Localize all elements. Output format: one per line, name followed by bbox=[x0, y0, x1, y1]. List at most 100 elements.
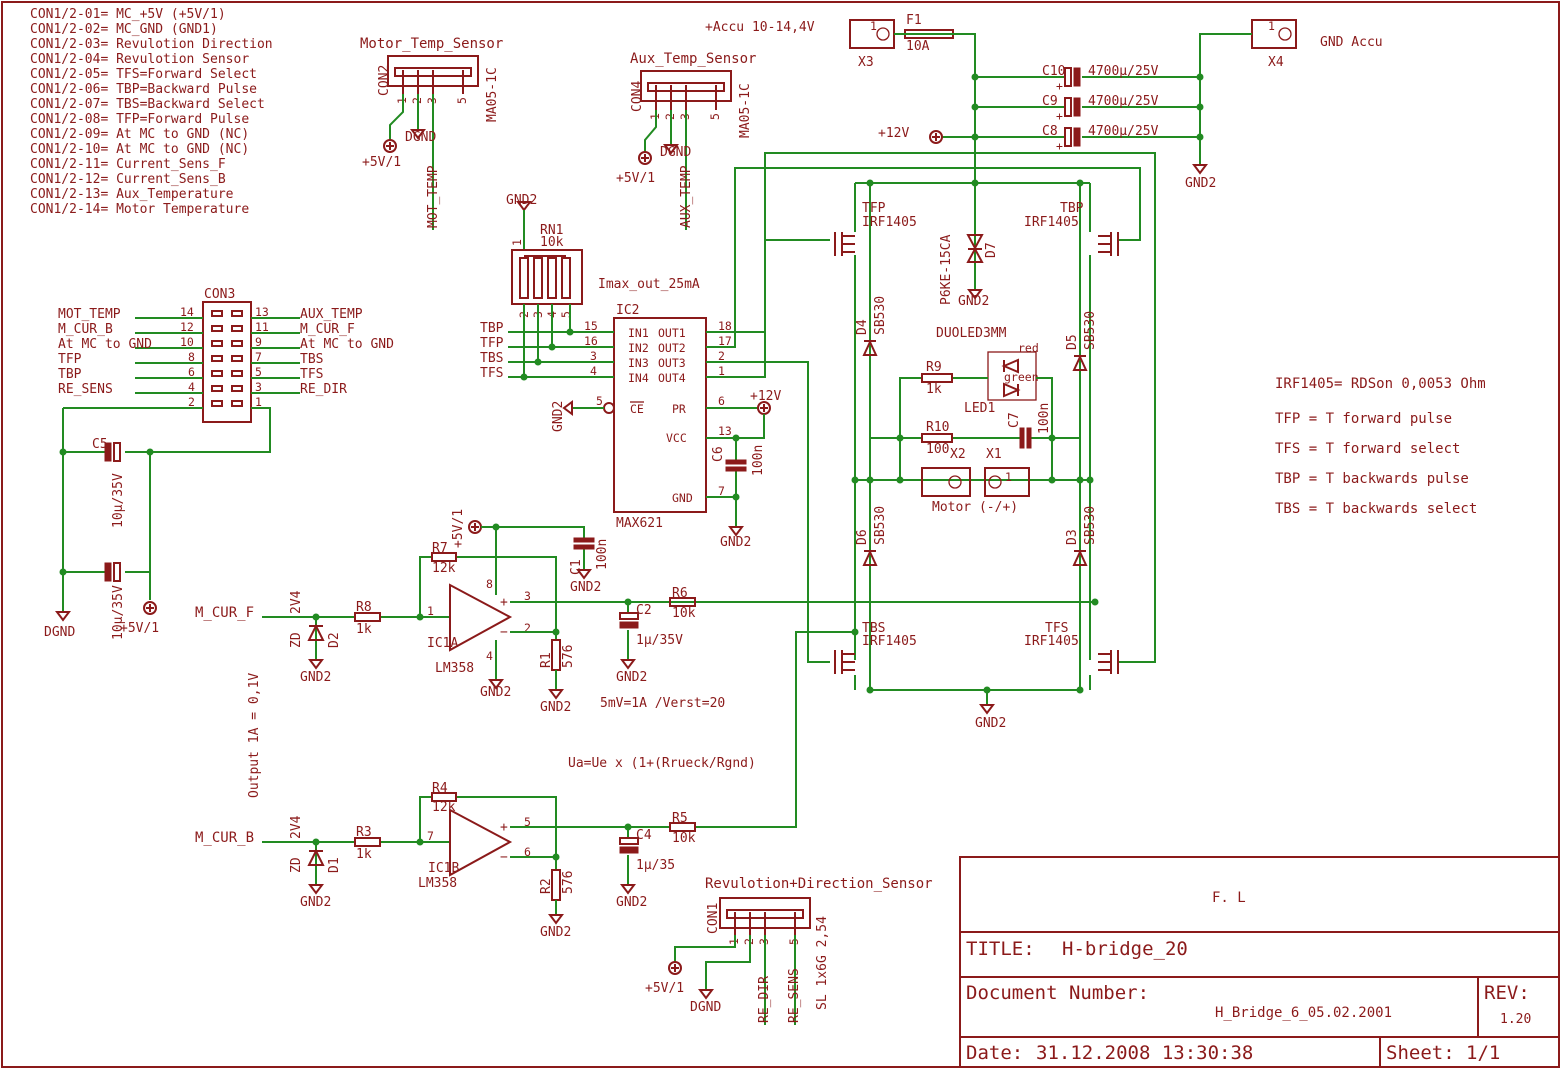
svg-text:C1: C1 bbox=[569, 559, 584, 575]
svg-text:DGND: DGND bbox=[44, 625, 75, 640]
con1-type: SL 1x6G 2,54 bbox=[815, 916, 830, 1010]
svg-text:7: 7 bbox=[718, 484, 725, 498]
svg-text:At MC to GND: At MC to GND bbox=[58, 337, 152, 352]
svg-text:+: + bbox=[1056, 139, 1063, 153]
svg-text:1µ/35V: 1µ/35V bbox=[636, 633, 683, 648]
svg-text:R5: R5 bbox=[672, 811, 688, 826]
svg-text:6: 6 bbox=[524, 845, 531, 859]
svg-text:576: 576 bbox=[561, 645, 576, 668]
con1-ref: CON1 bbox=[706, 903, 721, 934]
svg-text:GND2: GND2 bbox=[540, 700, 571, 715]
con2-signal: MOT_TEMP bbox=[426, 165, 441, 228]
led-part: DUOLED3MM bbox=[936, 326, 1007, 341]
svg-text:1k: 1k bbox=[926, 382, 942, 397]
gnd2-accu: GND2 bbox=[1185, 176, 1216, 191]
svg-text:1k: 1k bbox=[356, 847, 372, 862]
con2-ref: CON2 bbox=[377, 65, 392, 96]
svg-text:GND2: GND2 bbox=[958, 294, 989, 309]
tvs-diode-d7 bbox=[966, 234, 984, 263]
svg-text:X1: X1 bbox=[986, 447, 1002, 462]
svg-text:TBP: TBP bbox=[58, 367, 82, 382]
con-list-line: CON1/2-11= Current_Sens_F bbox=[30, 157, 226, 172]
con2-type: MA05-1C bbox=[485, 67, 500, 122]
svg-text:LM358: LM358 bbox=[435, 661, 474, 676]
con4-type: MA05-1C bbox=[738, 83, 753, 138]
output-note: Output 1A = 0,1V bbox=[247, 673, 262, 798]
f1-value: 10A bbox=[906, 39, 930, 54]
con2-5v: +5V/1 bbox=[362, 155, 401, 170]
svg-text:D6: D6 bbox=[855, 529, 870, 545]
svg-text:+: + bbox=[500, 595, 508, 610]
con4-5v: +5V/1 bbox=[616, 171, 655, 186]
rn1-ref: RN1 bbox=[540, 223, 563, 238]
svg-text:TBP = T backwards pulse: TBP = T backwards pulse bbox=[1275, 471, 1469, 487]
svg-text:4700µ/25V: 4700µ/25V bbox=[1088, 94, 1159, 109]
svg-text:TFS: TFS bbox=[480, 366, 503, 381]
con-list-line: CON1/2-14= Motor Temperature bbox=[30, 202, 249, 217]
ic2-max621: IC2 MAX621 TBP TFP TBS TFS 15 16 3 4 IN1… bbox=[480, 152, 1156, 663]
rn1-value: 10k bbox=[540, 235, 564, 250]
svg-text:2V4: 2V4 bbox=[289, 590, 304, 614]
svg-text:C6: C6 bbox=[711, 446, 726, 462]
svg-text:100n: 100n bbox=[1037, 403, 1052, 434]
svg-text:Date:: Date: bbox=[966, 1042, 1023, 1064]
svg-text:4700µ/25V: 4700µ/25V bbox=[1088, 64, 1159, 79]
svg-text:R2: R2 bbox=[539, 878, 554, 894]
svg-text:D4: D4 bbox=[855, 319, 870, 335]
svg-text:10µ/35V: 10µ/35V bbox=[111, 585, 126, 640]
svg-text:TBS: TBS bbox=[480, 351, 503, 366]
svg-text:7: 7 bbox=[255, 350, 262, 364]
svg-text:SB530: SB530 bbox=[873, 506, 888, 545]
svg-text:10k: 10k bbox=[672, 606, 696, 621]
svg-text:TFP: TFP bbox=[58, 352, 82, 367]
svg-text:AUX_TEMP: AUX_TEMP bbox=[300, 307, 363, 322]
svg-text:SB530: SB530 bbox=[873, 296, 888, 335]
con4-ref: CON4 bbox=[630, 81, 645, 112]
svg-text:M_CUR_F: M_CUR_F bbox=[195, 605, 254, 621]
svg-text:RE_DIR: RE_DIR bbox=[757, 976, 772, 1023]
con4-aux-temp-sensor: Aux_Temp_Sensor CON4 MA05-1C 1 2 3 5 +5V… bbox=[616, 51, 756, 230]
svg-text:4: 4 bbox=[590, 364, 597, 378]
svg-text:M_CUR_B: M_CUR_B bbox=[195, 830, 254, 846]
svg-text:8: 8 bbox=[486, 577, 493, 591]
current-amp-backward: M_CUR_B R3 1k 2V4 ZD D1 GND2 + − 7 5 6 I… bbox=[195, 631, 855, 940]
document-number: H_Bridge_6_05.02.2001 bbox=[1215, 1005, 1392, 1021]
svg-text:TBS = T backwards select: TBS = T backwards select bbox=[1275, 501, 1477, 517]
svg-text:IRF1405= RDSon 0,0053 Ohm: IRF1405= RDSon 0,0053 Ohm bbox=[1275, 376, 1486, 392]
svg-text:−: − bbox=[500, 850, 508, 865]
svg-text:GND2: GND2 bbox=[551, 401, 566, 432]
svg-text:R1: R1 bbox=[539, 652, 554, 668]
svg-text:GND2: GND2 bbox=[506, 193, 537, 208]
con-list-line: CON1/2-12= Current_Sens_B bbox=[30, 172, 226, 187]
formula-note: Ua=Ue x (1+(Rrueck/Rgnd) bbox=[568, 756, 756, 771]
svg-text:D7: D7 bbox=[984, 242, 999, 258]
con2-dgnd: DGND bbox=[405, 130, 436, 145]
svg-text:−: − bbox=[500, 625, 508, 640]
svg-text:1: 1 bbox=[427, 604, 434, 618]
con4-dgnd: DGND bbox=[660, 145, 691, 160]
svg-text:+12V: +12V bbox=[750, 389, 781, 404]
svg-text:RE_SENS: RE_SENS bbox=[58, 382, 113, 397]
svg-text:GND2: GND2 bbox=[540, 925, 571, 940]
revision: 1.20 bbox=[1500, 1012, 1531, 1027]
svg-text:9: 9 bbox=[255, 335, 262, 349]
svg-text:18: 18 bbox=[718, 319, 732, 333]
svg-text:TITLE:: TITLE: bbox=[966, 938, 1035, 960]
svg-text:10: 10 bbox=[180, 335, 194, 349]
x3-label: X3 bbox=[858, 55, 874, 70]
svg-text:IN4: IN4 bbox=[628, 371, 649, 385]
svg-text:3: 3 bbox=[524, 589, 531, 603]
svg-text:100: 100 bbox=[926, 442, 949, 457]
svg-text:4: 4 bbox=[188, 380, 195, 394]
mosfet-tbp bbox=[1098, 232, 1119, 256]
svg-text:VCC: VCC bbox=[666, 431, 687, 445]
svg-text:OUT3: OUT3 bbox=[658, 356, 686, 370]
svg-text:GND2: GND2 bbox=[720, 535, 751, 550]
svg-text:+: + bbox=[1056, 109, 1063, 123]
svg-text:M_CUR_B: M_CUR_B bbox=[58, 322, 113, 337]
svg-text:C7: C7 bbox=[1007, 412, 1022, 428]
svg-text:+5V/1: +5V/1 bbox=[451, 509, 466, 548]
svg-text:TFS: TFS bbox=[1045, 621, 1068, 636]
svg-text:D5: D5 bbox=[1065, 334, 1080, 350]
svg-text:12: 12 bbox=[180, 320, 194, 334]
